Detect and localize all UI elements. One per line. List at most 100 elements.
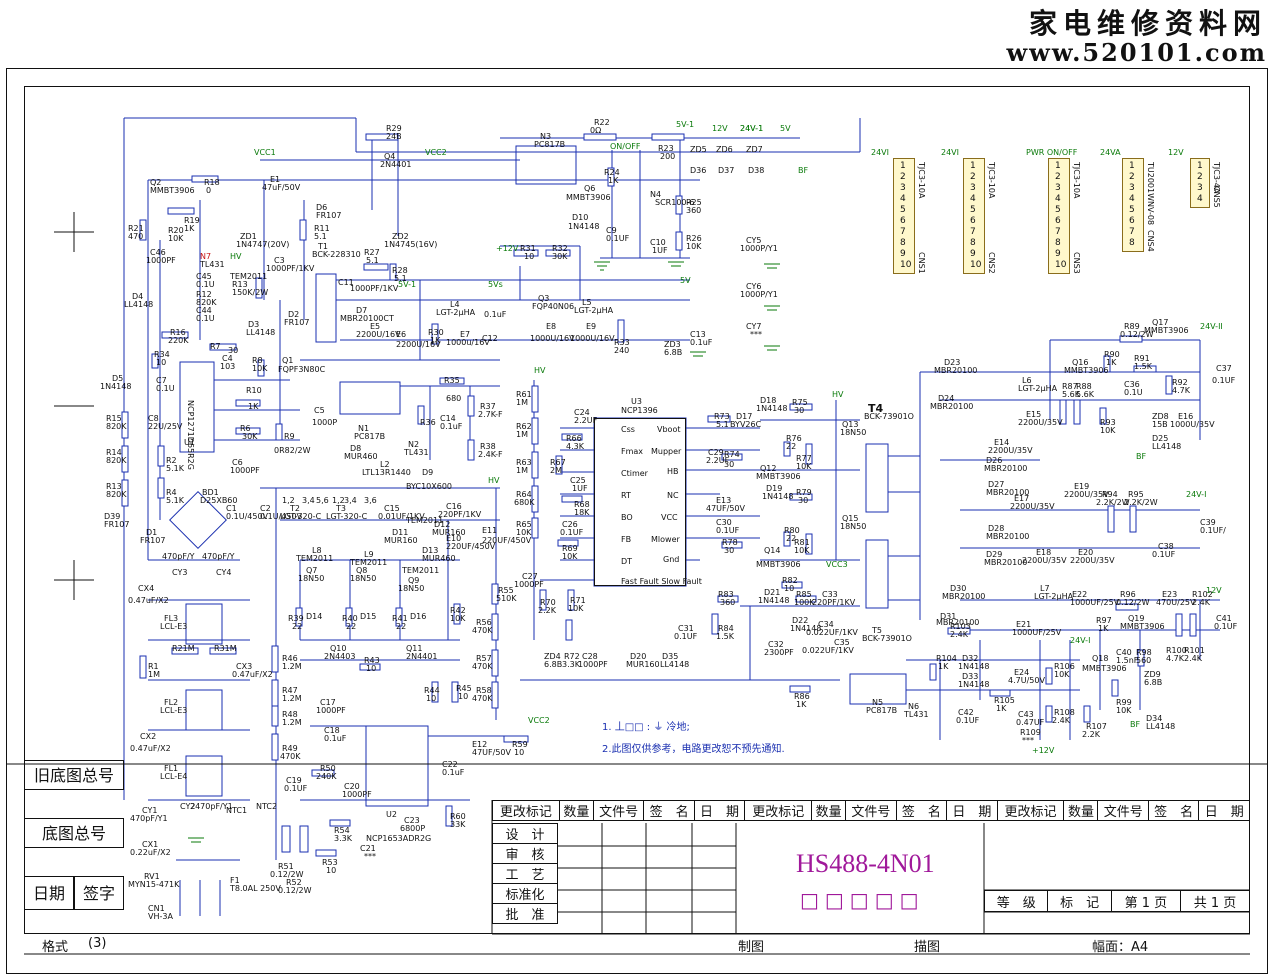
component-label: D16 bbox=[410, 612, 427, 621]
component-label: 100K bbox=[794, 598, 815, 607]
component-label: 470K bbox=[472, 694, 493, 703]
component-label: R60 bbox=[450, 812, 466, 821]
component-label: MMBT3906 bbox=[1082, 664, 1127, 673]
component-label: 10 bbox=[156, 358, 167, 367]
rev-date-2: 日 期 bbox=[946, 800, 998, 821]
connector-type: TJC3-4A bbox=[1212, 162, 1221, 194]
component-label: 5.1K bbox=[166, 496, 184, 505]
component-label: R55 bbox=[498, 586, 514, 595]
connector-pin-number: 8 bbox=[1055, 238, 1061, 248]
component-label: 18N50 bbox=[840, 428, 867, 437]
component-label: 10 bbox=[784, 584, 795, 593]
component-label: R45 bbox=[456, 684, 472, 693]
component-label: D4 bbox=[132, 292, 144, 301]
ic-u1-ref: U1 bbox=[184, 438, 195, 447]
component-label: R11 bbox=[314, 224, 330, 233]
component-label: 2.4K bbox=[1184, 654, 1202, 663]
component-label: E9 bbox=[586, 322, 597, 331]
component-label: R13 bbox=[106, 482, 122, 491]
component-label: R72 bbox=[564, 652, 580, 661]
connector-rail-label: 24VI bbox=[871, 148, 890, 157]
component-label: 1.5K bbox=[716, 632, 734, 641]
component-label: C12 bbox=[482, 334, 498, 343]
component-label: D31 bbox=[940, 612, 957, 621]
connector-name: CNS3 bbox=[1072, 252, 1081, 274]
component-label: C16 bbox=[446, 502, 462, 511]
component-label: R87 bbox=[1062, 382, 1078, 391]
component-label: LGT-2µHA bbox=[436, 308, 476, 317]
component-label: NTC2 bbox=[256, 802, 278, 811]
component-label: R105 bbox=[994, 696, 1015, 705]
component-label: L4 bbox=[450, 300, 460, 309]
component-label: D9 bbox=[422, 468, 434, 477]
component-label: LGT-320-C bbox=[280, 512, 322, 521]
component-label: ZD7 bbox=[746, 145, 763, 154]
ic-u3-pin-dt: DT bbox=[621, 557, 633, 566]
component-label: 5.1 bbox=[716, 420, 729, 429]
component-label: BCK-73901O bbox=[862, 634, 912, 643]
component-label: 1.5nF bbox=[1116, 656, 1139, 665]
component-label: 1000PF bbox=[316, 706, 346, 715]
component-label: 470pF/Y bbox=[202, 552, 235, 561]
rev-doc-3: 文件号 bbox=[1097, 800, 1149, 821]
component-label: 560 bbox=[1136, 656, 1152, 665]
component-label: 0.1UF bbox=[716, 526, 740, 535]
component-label: 1M bbox=[516, 430, 528, 439]
component-label: C9 bbox=[606, 226, 617, 235]
component-label: C34 bbox=[818, 620, 834, 629]
component-label: FR107 bbox=[104, 520, 130, 529]
grade-label: 等 级 bbox=[983, 890, 1049, 912]
component-label: 510K bbox=[496, 594, 517, 603]
component-label: R51 bbox=[278, 862, 294, 871]
component-label: L7 bbox=[1040, 584, 1050, 593]
ic-u3-pin-rt: RT bbox=[621, 491, 631, 500]
connector-pin-number: 5 bbox=[1129, 205, 1135, 215]
component-label: C29 bbox=[708, 448, 724, 457]
component-label: 2200U/35V bbox=[1018, 418, 1063, 427]
rev-mark-2: 更改标记 bbox=[744, 800, 813, 821]
component-label: R43 bbox=[364, 656, 380, 665]
component-label: R108 bbox=[1054, 708, 1075, 717]
component-label: R56 bbox=[476, 618, 492, 627]
component-label: C39 bbox=[1200, 518, 1216, 527]
size-label: 幅面：A4 bbox=[1092, 940, 1149, 955]
component-label: R107 bbox=[1086, 722, 1107, 731]
component-label: BF bbox=[1130, 720, 1141, 729]
component-label: Q19 bbox=[1128, 614, 1145, 623]
component-label: 1UF bbox=[652, 246, 668, 255]
format-value: (3) bbox=[88, 936, 107, 951]
component-label: R42 bbox=[450, 606, 466, 615]
component-label: 5.1 bbox=[394, 274, 407, 283]
component-label: 2M bbox=[550, 466, 562, 475]
component-label: 47UF/50V bbox=[472, 748, 511, 757]
component-label: 470pF/Y1 bbox=[130, 814, 168, 823]
component-label: 0.1U/450V bbox=[260, 512, 303, 521]
connector-type: TJC3-10A bbox=[917, 162, 926, 199]
component-label: D1 bbox=[146, 528, 158, 537]
component-label: 5Vs bbox=[488, 280, 503, 289]
component-label: CX1 bbox=[142, 840, 159, 849]
total-pages-label: 共 1 页 bbox=[1179, 890, 1251, 912]
component-label: VH-3A bbox=[148, 912, 173, 921]
component-label: N6 bbox=[908, 702, 920, 711]
component-label: 10 bbox=[514, 748, 525, 757]
component-label: MMBT3906 bbox=[1064, 366, 1109, 375]
component-label: N1 bbox=[358, 424, 370, 433]
rev-sign-2: 签 名 bbox=[895, 800, 948, 821]
component-label: R67 bbox=[550, 458, 566, 467]
component-label: 12V bbox=[712, 124, 728, 133]
connector-pin-number: 3 bbox=[1055, 183, 1061, 193]
ic-u2-part: NCP1653ADR2G bbox=[366, 834, 432, 843]
process-label: 工 艺 bbox=[492, 863, 558, 884]
component-label: LTL13R1440 bbox=[362, 468, 411, 477]
component-label: ZD9 bbox=[1144, 670, 1161, 679]
connector-pin-number: 6 bbox=[1055, 216, 1061, 226]
component-label: 0.1uF bbox=[484, 310, 507, 319]
component-label: 820K bbox=[106, 422, 127, 431]
component-label: 240K bbox=[316, 772, 337, 781]
component-label: D21 bbox=[764, 588, 781, 597]
component-label: R91 bbox=[1134, 354, 1150, 363]
component-label: *** bbox=[1022, 736, 1034, 745]
